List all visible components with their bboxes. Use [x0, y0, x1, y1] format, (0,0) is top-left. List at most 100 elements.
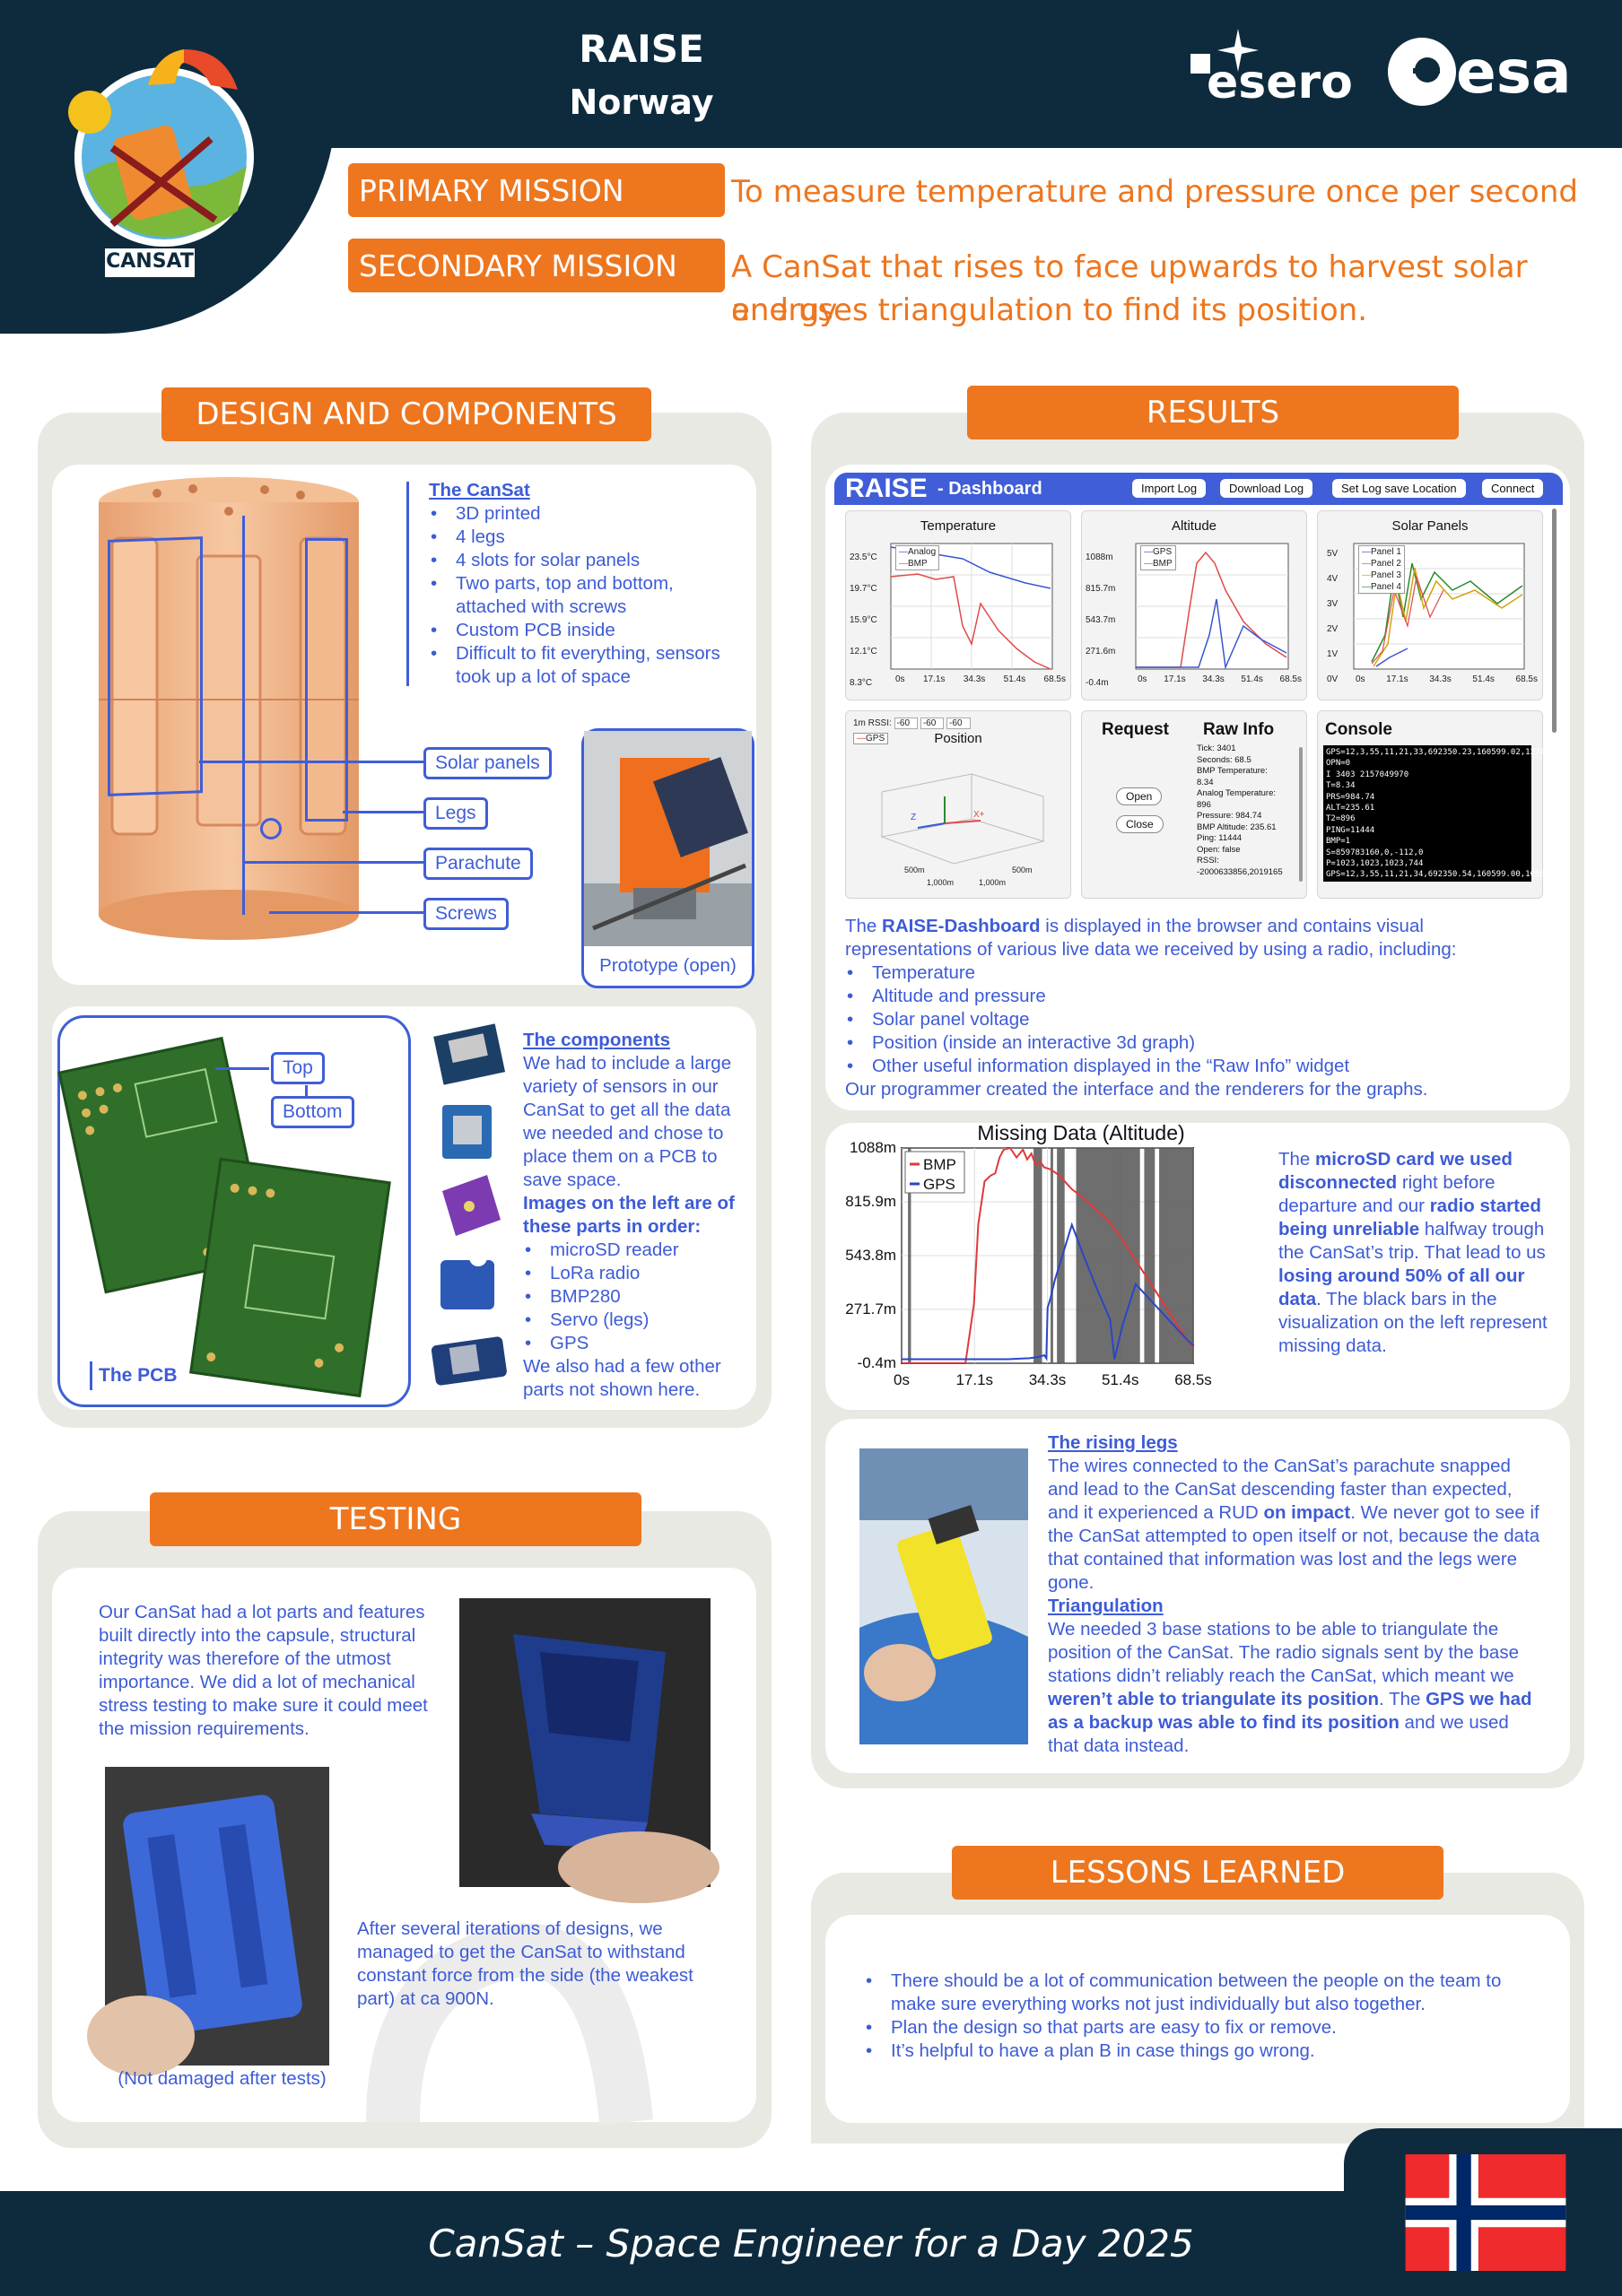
results-heading: RESULTS — [967, 386, 1459, 439]
tick: 12.1°C — [850, 647, 877, 657]
raw-line: RSSI: — [1197, 856, 1219, 865]
legend-analog: —Analog — [899, 547, 937, 557]
raw-info-list: Tick: 3401 Seconds: 68.5 BMP Temperature… — [1197, 744, 1297, 887]
raw-info-scrollbar[interactable] — [1299, 747, 1303, 882]
axis-x-label: X+ — [973, 810, 985, 820]
components-desc: We had to include a large variety of sen… — [523, 1053, 732, 1190]
secondary-mission-label: SECONDARY MISSION — [348, 239, 725, 292]
x-tick-label: 34.3s — [1029, 1371, 1067, 1388]
norway-flag-icon — [1405, 2154, 1566, 2271]
tick: 0s — [1138, 674, 1147, 684]
text: . The black bars in the visualization on… — [1278, 1289, 1548, 1356]
legend-text: Panel 4 — [1371, 582, 1401, 592]
tick: 0s — [895, 674, 905, 684]
leg-outline — [305, 538, 348, 822]
missing-data-bar — [1057, 1148, 1065, 1363]
position-title: Position — [934, 731, 982, 746]
component-item: GPS — [523, 1332, 752, 1355]
y-tick-label: -0.4m — [858, 1354, 896, 1371]
console-line: GPS=12,3,55,11,21,34,692350.54,160599.00… — [1326, 870, 1545, 880]
rssi-row: 1m RSSI: -60 -60 -60 — [853, 718, 971, 729]
secondary-mission-text-2: and uses triangulation to find its posit… — [731, 292, 1368, 328]
x-tick-label: 51.4s — [1102, 1371, 1139, 1388]
results-outro: Our programmer created the interface and… — [845, 1079, 1428, 1100]
close-button[interactable]: Close — [1116, 815, 1164, 833]
altitude-widget: Altitude 1088m 815.7m 543.7m 271.6m -0.4… — [1081, 510, 1307, 700]
prototype-frame: Prototype (open) — [581, 728, 754, 988]
solar-legend: —Panel 1 —Panel 2 —Panel 3 —Panel 4 — [1358, 545, 1405, 594]
pcb-top-callout: Top — [271, 1052, 325, 1084]
legend-text: GPS — [866, 734, 885, 744]
temperature-x-ticks: 0s 17.1s 34.3s 51.4s 68.5s — [895, 674, 1066, 684]
legend-text: Analog — [908, 547, 937, 557]
damaged-cansat-photo — [459, 1598, 719, 1903]
x-tick-label: 0s — [894, 1371, 910, 1388]
missing-data-bar — [1033, 1148, 1042, 1363]
raw-line: Seconds: 68.5 — [1197, 754, 1251, 765]
rssi-input[interactable]: -60 — [920, 718, 945, 729]
esero-logo: esero — [1189, 27, 1359, 117]
tick: 15.9°C — [850, 615, 877, 625]
footer-text: CanSat – Space Engineer for a Day 2025 — [0, 2191, 1622, 2296]
x-tick-label: 68.5s — [1174, 1371, 1212, 1388]
primary-mission-text: To measure temperature and pressure once… — [731, 174, 1578, 210]
solar-callout-line — [199, 761, 423, 763]
results-item: Altitude and pressure — [845, 985, 1554, 1008]
legs-photo — [859, 1448, 1028, 1744]
solar-widget: Solar Panels 5V 4V 3V 2V 1V 0V —Panel 1 … — [1317, 510, 1543, 700]
tick: 68.5s — [1043, 674, 1066, 684]
text: The — [1278, 1149, 1316, 1170]
parachute-marker — [260, 818, 282, 839]
components-bold: Images on the left are of these parts in… — [523, 1193, 735, 1237]
altitude-x-ticks: 0s 17.1s 34.3s 51.4s 68.5s — [1138, 674, 1302, 684]
text: is displayed in the browser and contains… — [845, 916, 1457, 960]
esero-logo-text: esero — [1207, 56, 1353, 109]
tick: 0V — [1327, 674, 1339, 684]
download-log-button[interactable]: Download Log — [1220, 479, 1313, 498]
rssi-input[interactable]: -60 — [894, 718, 919, 729]
set-log-location-button[interactable]: Set Log save Location — [1332, 479, 1466, 498]
lesson-item: Plan the design so that parts are easy t… — [864, 2016, 1548, 2039]
tick: 34.3s — [1202, 674, 1225, 684]
console-line: ALT=235.61 — [1326, 804, 1375, 813]
norway-flag — [1405, 2154, 1566, 2271]
legs-photo-image — [859, 1448, 1028, 1744]
tick: 815.7m — [1086, 584, 1116, 594]
y-tick-label: 543.8m — [845, 1247, 896, 1264]
intact-cansat-photo — [87, 1767, 329, 2076]
legend-label: GPS — [923, 1176, 955, 1193]
text: radio started being unreliable — [1278, 1196, 1541, 1239]
tick: 4V — [1327, 574, 1339, 584]
testing-photo-intact — [87, 1767, 329, 2076]
triangulation-title: Triangulation — [1048, 1596, 1164, 1616]
console-line: BMP=1 — [1326, 837, 1351, 847]
tick: 68.5s — [1279, 674, 1302, 684]
raw-line: Ping: 11444 — [1197, 833, 1243, 843]
cansat-text-bar — [406, 482, 409, 686]
secondary-mission-text-1: A CanSat that rises to face upwards to h… — [731, 249, 1528, 328]
altitude-ticks: 1088m 815.7m 543.7m 271.6m -0.4m — [1086, 542, 1115, 699]
tick: 3V — [1327, 599, 1339, 609]
import-log-button[interactable]: Import Log — [1132, 479, 1207, 498]
open-button[interactable]: Open — [1116, 787, 1163, 805]
missing-data-bar — [1051, 1148, 1053, 1363]
rssi-input[interactable]: -60 — [946, 718, 971, 729]
component-item: BMP280 — [523, 1285, 752, 1309]
components-footer: We also had a few other parts not shown … — [523, 1356, 721, 1400]
solar-chart — [1353, 543, 1525, 670]
y-tick-label: 271.7m — [845, 1300, 896, 1318]
connect-button[interactable]: Connect — [1482, 479, 1544, 498]
cansat-text: The CanSat 3D printed 4 legs 4 slots for… — [429, 479, 734, 689]
console-title: Console — [1325, 720, 1392, 739]
esa-logo-icon — [1388, 38, 1456, 106]
y-tick-label: 1088m — [850, 1139, 896, 1156]
cansat-logo: CANSAT — [58, 40, 274, 283]
missing-data-text: The microSD card we used disconnected ri… — [1278, 1148, 1565, 1358]
text: We needed 3 base stations to be able to … — [1048, 1619, 1519, 1686]
console-output: GPS=12,3,55,11,21,33,692350.23,160599.02… — [1323, 745, 1545, 882]
tick: -0.4m — [1086, 678, 1109, 688]
dashboard-scrollbar[interactable] — [1552, 509, 1557, 733]
raw-line: -2000633856,2019165 — [1197, 866, 1283, 877]
request-raw-widget: Request Raw Info Open Close Tick: 3401 S… — [1081, 710, 1307, 899]
testing-photo-damaged — [459, 1598, 719, 1903]
